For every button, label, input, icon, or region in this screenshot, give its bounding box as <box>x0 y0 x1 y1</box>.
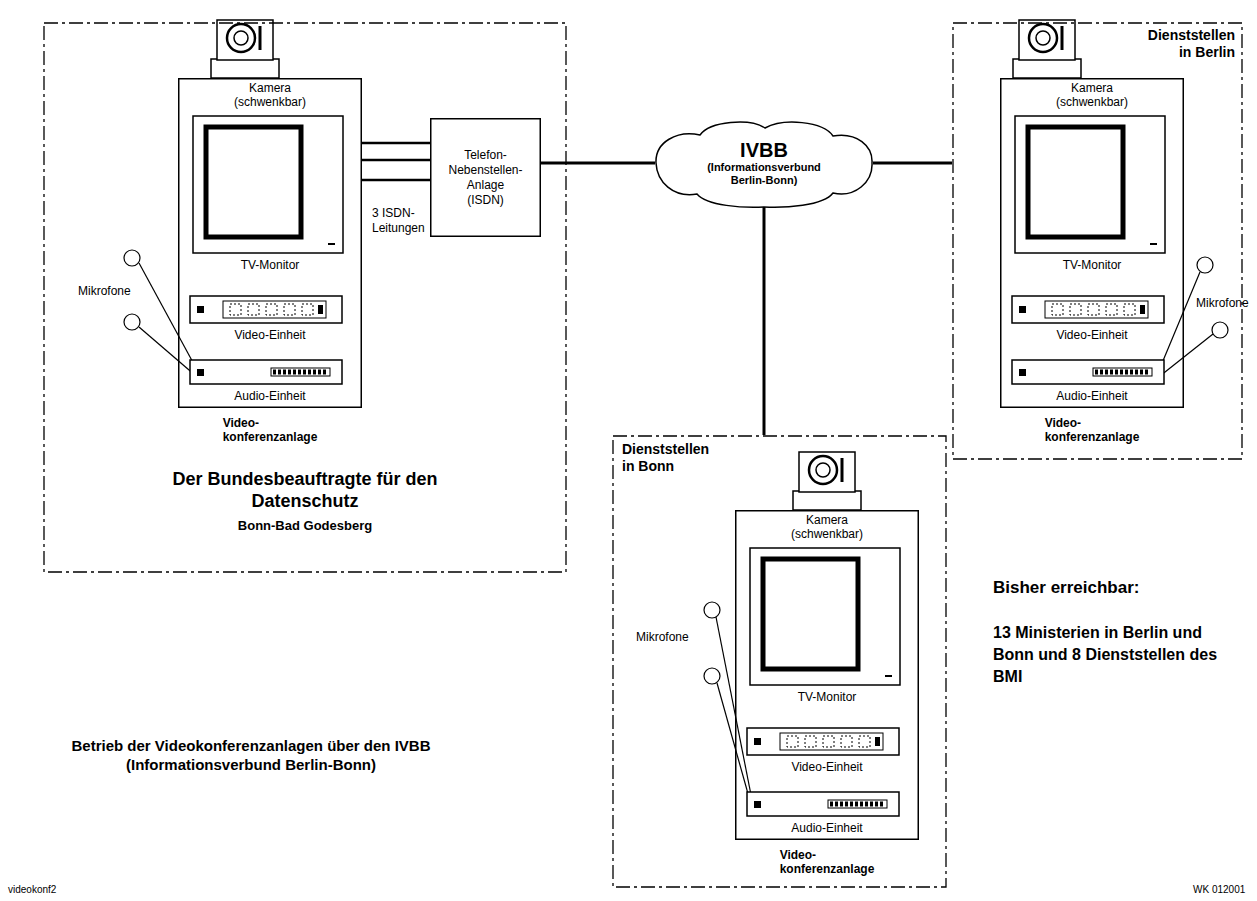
cab-outline <box>735 510 919 840</box>
file-name: videokonf2 <box>8 884 56 896</box>
cab-outline <box>1000 78 1184 408</box>
system-label: Video- konferenzanlage <box>780 848 875 876</box>
office-region: Dienststellen in BerlinKamera (schwenkba… <box>952 22 1243 460</box>
office-region: Dienststellen in BonnKamera (schwenkbar)… <box>612 435 947 888</box>
camera-symbol <box>1013 20 1081 78</box>
office-name: Der Bundesbeauftragte für den Datenschut… <box>155 468 455 512</box>
line-label: 3 ISDN- Leitungen <box>372 206 434 236</box>
office-location: Bonn-Bad Godesberg <box>155 518 455 534</box>
device-label: Audio-Einheit <box>234 389 305 403</box>
system-label: Video- konferenzanlage <box>1045 416 1140 444</box>
network-line <box>763 207 766 435</box>
device-label: TV-Monitor <box>798 690 857 704</box>
device-label: Kamera (schwenkbar) <box>234 81 306 109</box>
device-label: TV-Monitor <box>241 258 300 272</box>
video-conference-unit: Kamera (schwenkbar) TV-MonitorVideo-Einhe… <box>178 78 362 408</box>
cab-outline <box>178 78 362 408</box>
pbx-label: Telefon- Nebenstellen- Anlage (ISDN) <box>448 148 522 208</box>
device-label: Video-Einheit <box>791 760 862 774</box>
network-cloud: IVBB(Informationsverbund Berlin-Bonn) <box>655 118 873 208</box>
video-conference-unit: Kamera (schwenkbar) TV-MonitorVideo-Einhe… <box>1000 78 1184 408</box>
diagram-title: Betrieb der Videokonferenzanlagen über d… <box>36 736 466 774</box>
device-label: Kamera (schwenkbar) <box>791 513 863 541</box>
note-text: 13 Ministerien in Berlin und Bonn und 8 … <box>993 622 1225 688</box>
network-name: IVBB <box>740 139 788 161</box>
pbx-box: Telefon- Nebenstellen- Anlage (ISDN) <box>430 118 541 237</box>
microphone-label: Mikrofone <box>1196 296 1249 310</box>
device-label: Video-Einheit <box>1056 328 1127 342</box>
microphone-label: Mikrofone <box>78 284 131 298</box>
network-line <box>362 142 430 145</box>
device-label: TV-Monitor <box>1063 258 1122 272</box>
camera-symbol <box>211 20 279 78</box>
network-line <box>541 162 655 165</box>
note-heading: Bisher erreichbar: <box>993 578 1139 598</box>
device-label: Audio-Einheit <box>791 821 862 835</box>
device-label: Kamera (schwenkbar) <box>1056 81 1128 109</box>
network-line <box>362 159 430 162</box>
drawing-code: WK 012001 <box>1193 884 1245 896</box>
network-line <box>873 162 952 165</box>
device-label: Video-Einheit <box>234 328 305 342</box>
system-label: Video- konferenzanlage <box>223 416 318 444</box>
network-line <box>362 179 430 182</box>
microphone-label: Mikrofone <box>636 630 689 644</box>
microphone-symbol <box>124 250 1228 808</box>
camera-symbol <box>793 452 861 510</box>
network-description: (Informationsverbund Berlin-Bonn) <box>697 161 832 187</box>
video-conference-unit: Kamera (schwenkbar) TV-MonitorVideo-Einhe… <box>735 510 919 840</box>
region-title: Dienststellen in Berlin <box>1135 27 1235 61</box>
region-title: Dienststellen in Bonn <box>622 441 722 475</box>
device-label: Audio-Einheit <box>1056 389 1127 403</box>
